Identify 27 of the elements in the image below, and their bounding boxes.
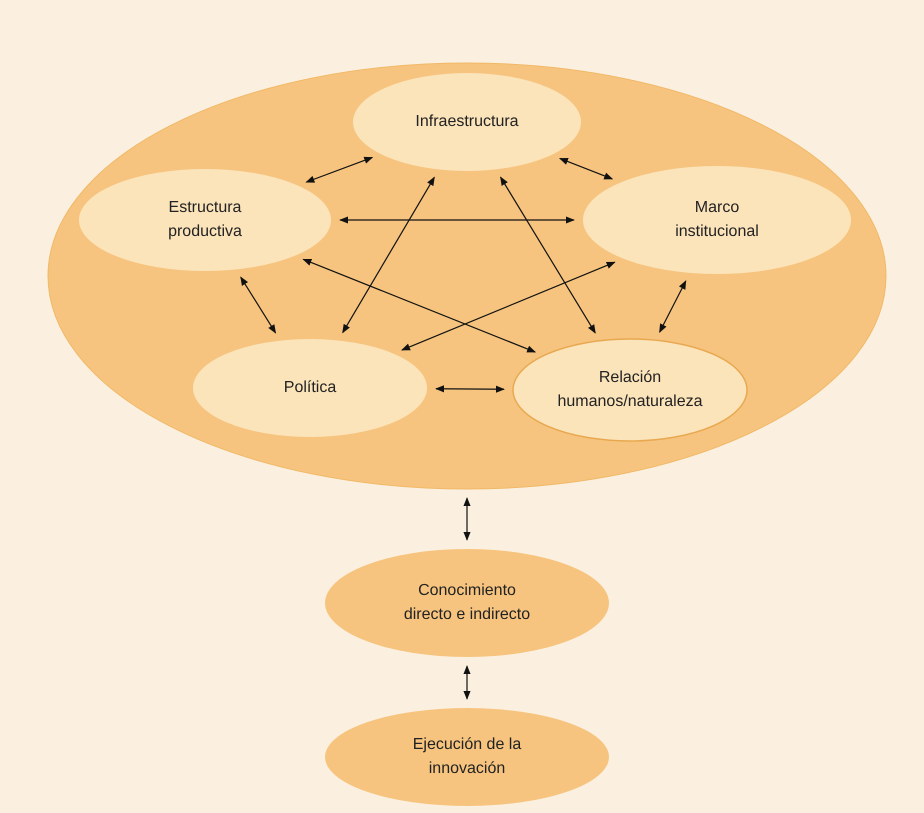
node-label: Infraestructura <box>415 112 519 132</box>
double-arrow <box>659 280 686 333</box>
double-arrow <box>401 262 616 351</box>
node-label: Ejecución de la innovación <box>412 735 522 779</box>
ellipse-node <box>512 338 748 442</box>
ellipse-node <box>192 338 428 438</box>
double-arrow <box>240 276 276 334</box>
ellipse-node <box>582 165 852 275</box>
double-arrow <box>305 156 374 183</box>
node-label: Marco institucional <box>674 198 760 242</box>
double-arrow <box>339 216 575 224</box>
node-label: Conocimiento directo e indirecto <box>402 581 532 625</box>
double-arrow <box>559 158 614 180</box>
ellipse-node <box>324 548 610 658</box>
double-arrow <box>302 258 536 353</box>
double-arrow <box>463 497 471 541</box>
ellipse <box>47 62 887 490</box>
ellipse-node <box>352 72 582 172</box>
double-arrow <box>435 385 505 393</box>
node-label: Estructura productiva <box>167 198 243 242</box>
node-label: Relación humanos/naturaleza <box>556 368 704 412</box>
node-label: Política <box>284 378 336 398</box>
ellipse-node <box>78 168 332 272</box>
double-arrow <box>342 176 435 334</box>
double-arrow <box>500 176 596 334</box>
double-arrow <box>463 665 471 700</box>
ellipse-node <box>324 707 610 807</box>
